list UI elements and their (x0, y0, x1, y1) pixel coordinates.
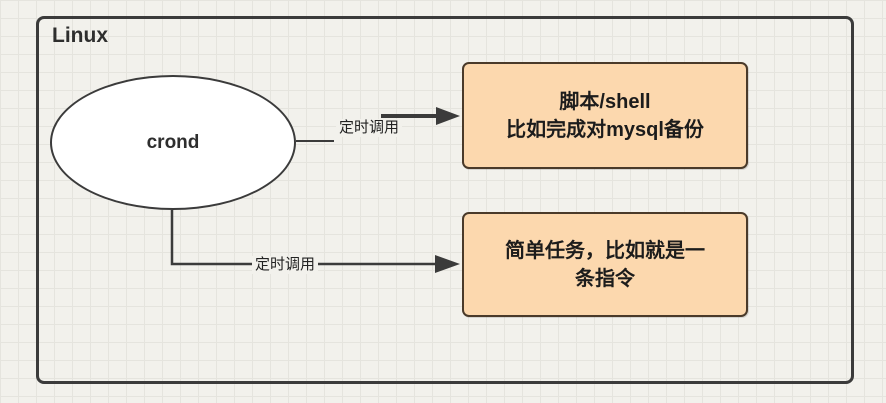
edge-label-top: 定时调用 (336, 119, 403, 137)
simple-task-box: 简单任务，比如就是一 条指令 (462, 212, 748, 317)
linux-group-label: Linux (52, 24, 108, 47)
crond-node: crond (50, 75, 296, 210)
edge-label-bottom: 定时调用 (252, 256, 319, 274)
script-shell-box: 脚本/shell 比如完成对mysql备份 (462, 62, 748, 169)
script-shell-box-line1: 脚本/shell (559, 90, 651, 113)
crond-node-label: crond (146, 131, 200, 153)
simple-task-box-line2: 条指令 (575, 267, 635, 290)
linux-group-container (36, 16, 854, 384)
script-shell-box-line2: 比如完成对mysql备份 (506, 118, 704, 141)
simple-task-box-line1: 简单任务，比如就是一 (505, 239, 705, 262)
